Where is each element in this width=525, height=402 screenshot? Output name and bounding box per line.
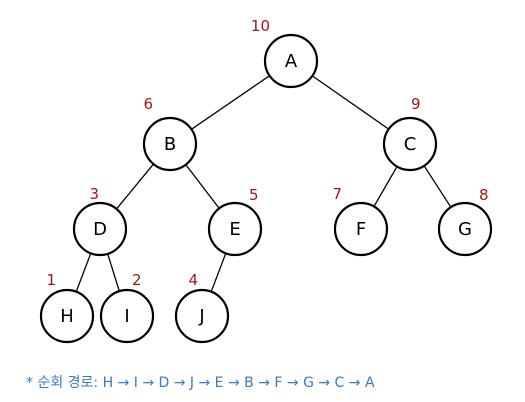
node-circle-a (263, 33, 319, 89)
edge-c-f (373, 166, 398, 207)
node-circle-e (207, 201, 263, 257)
node-letter-h: H (60, 306, 74, 327)
visit-order-label-a: 10 (251, 17, 270, 35)
visit-order-label-h: 1 (46, 271, 56, 289)
node-letter-g: G (458, 219, 472, 240)
node-letter-c: C (404, 134, 417, 155)
node-letter-d: D (93, 219, 107, 240)
visit-order-label-d: 3 (89, 185, 99, 203)
tree-node-a: A 10 (251, 17, 319, 89)
visit-order-label-b: 6 (143, 95, 153, 113)
node-letter-e: E (229, 219, 240, 240)
node-circle-i (99, 288, 155, 344)
node-circle-j (174, 288, 230, 344)
tree-node-b: B6 (142, 95, 198, 172)
node-circle-c (382, 116, 438, 172)
visit-order-label-f: 7 (332, 185, 342, 203)
visit-order-label-j: 4 (188, 271, 198, 289)
visit-order-label-i: 2 (132, 271, 142, 289)
node-letter-f: F (356, 219, 366, 240)
tree-node-j: J4 (174, 271, 230, 344)
tree-node-c: C9 (382, 95, 438, 172)
tree-node-f: F7 (332, 185, 389, 257)
edge-e-j (210, 253, 227, 292)
edge-a-b (191, 75, 270, 130)
visit-order-label-g: 8 (479, 186, 489, 204)
node-letter-a: A (285, 51, 298, 72)
edge-b-e (185, 164, 220, 209)
edge-c-g (423, 165, 452, 208)
tree-node-d: D3 (72, 185, 128, 257)
edge-d-h (75, 253, 92, 292)
node-letter-j: J (198, 306, 204, 327)
visit-order-label-e: 5 (249, 186, 259, 204)
tree-node-i: I2 (99, 271, 155, 344)
edges-layer (75, 75, 452, 292)
node-circle-d (72, 201, 128, 257)
node-circle-b (142, 116, 198, 172)
node-letter-i: I (124, 306, 129, 327)
node-letter-b: B (164, 134, 176, 155)
traversal-caption: * 순회 경로: H → I → D → J → E → B → F → G →… (26, 375, 375, 391)
visit-order-label-c: 9 (411, 95, 421, 113)
node-circle-g (437, 201, 493, 257)
node-circle-f (333, 201, 389, 257)
edge-b-d (116, 163, 154, 210)
node-circle-h (39, 288, 95, 344)
tree-node-h: H1 (39, 271, 95, 344)
tree-node-g: G8 (437, 186, 493, 257)
edge-a-c (311, 75, 390, 130)
edge-d-i (107, 253, 120, 292)
tree-node-e: E5 (207, 186, 263, 257)
